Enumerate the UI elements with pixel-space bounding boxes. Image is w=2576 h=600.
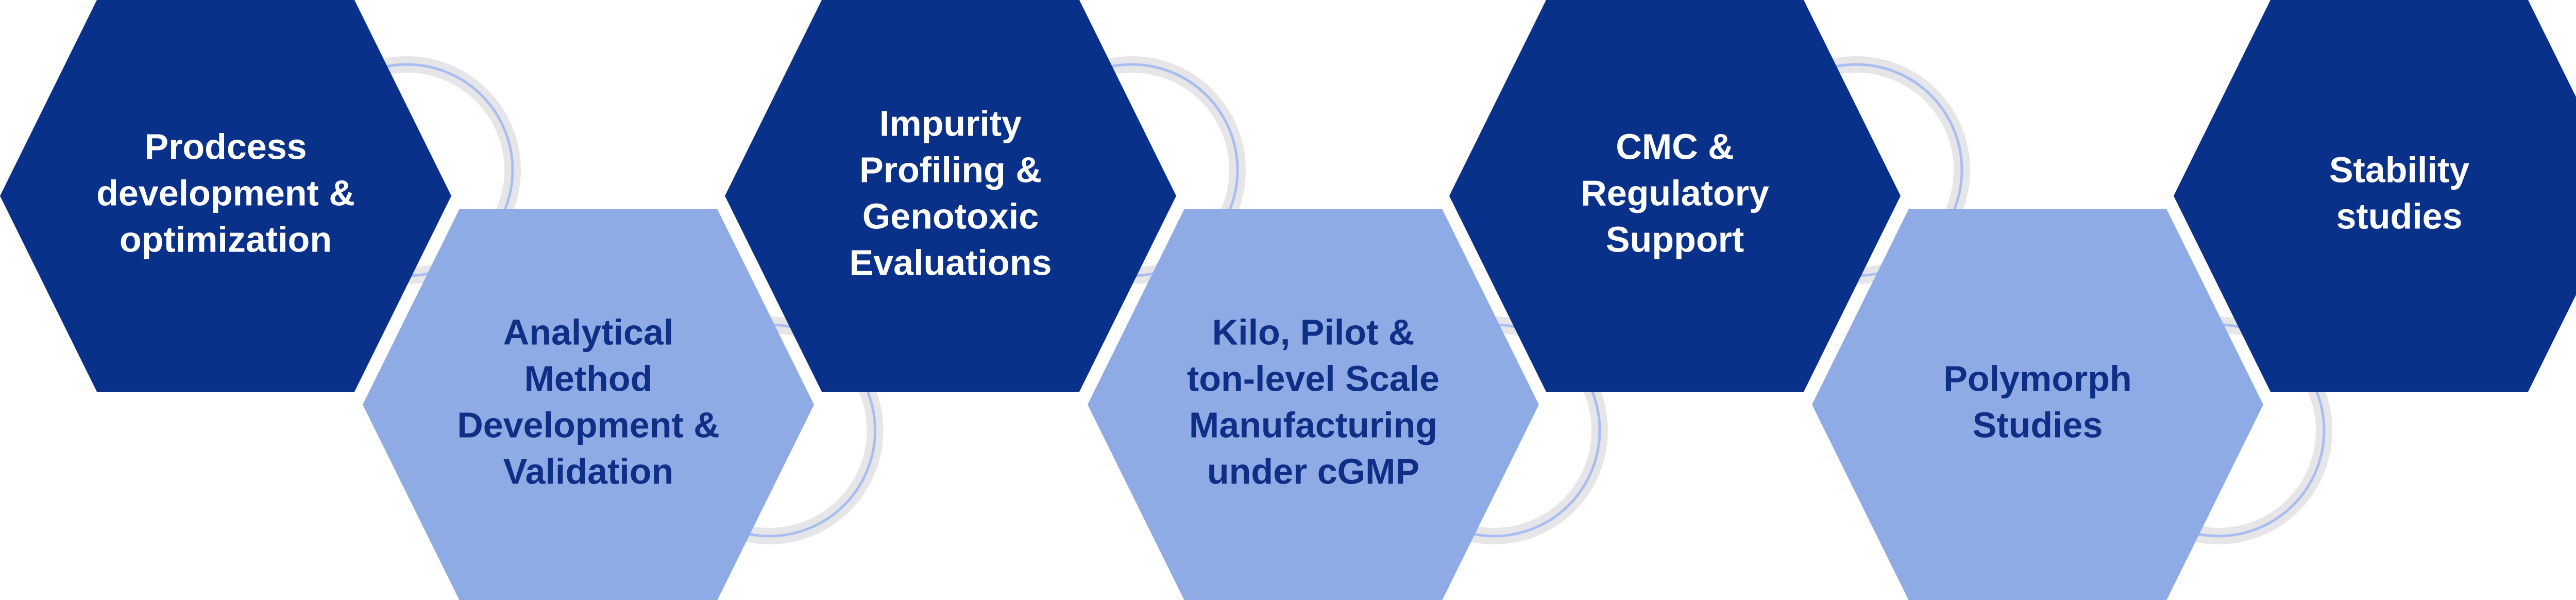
hexagon-shape <box>363 209 814 600</box>
step-label-line: Stability <box>2329 149 2469 190</box>
step-label-line: development & <box>96 173 355 213</box>
step-label-line: optimization <box>120 219 332 259</box>
step-label-line: Polymorph <box>1943 358 2132 398</box>
step-hexagon-4: Kilo, Pilot & ton-level ScaleManufacturin… <box>1088 209 1539 600</box>
hexagon-shape <box>1088 209 1539 600</box>
step-label-line: under cGMP <box>1207 451 1419 491</box>
step-label-line: Development & <box>457 405 720 445</box>
hexagon-shape <box>1449 0 1901 392</box>
step-label-line: studies <box>2336 196 2462 236</box>
step-label-line: Prodcess <box>144 126 307 166</box>
step-hexagon-7: Stability studies <box>2174 0 2576 392</box>
step-label-line: Kilo, Pilot & <box>1212 312 1415 352</box>
step-label-line: Validation <box>503 451 674 491</box>
step-label-line: ton-level Scale <box>1187 358 1439 398</box>
step-label-line: Profiling & <box>859 149 1042 190</box>
step-label-line: CMC & <box>1616 126 1734 166</box>
hexagon-shape <box>2174 0 2576 392</box>
step-hexagon-1: Prodcess development & optimization <box>0 0 451 392</box>
step-label-line: Evaluations <box>850 242 1052 282</box>
step-label-line: Impurity <box>879 103 1022 143</box>
step-label-line: Method <box>524 358 653 398</box>
step-label-line: Manufacturing <box>1189 405 1437 445</box>
step-label-line: Analytical <box>503 312 674 352</box>
step-label-line: Support <box>1606 219 1744 259</box>
step-label-line: Regulatory <box>1581 173 1769 213</box>
step-label-line: Genotoxic <box>862 196 1039 236</box>
step-label-line: Studies <box>1973 405 2103 445</box>
hexagon-shape <box>0 0 451 392</box>
hexagon-shape <box>725 0 1176 392</box>
hexagon-shape <box>1812 209 2263 600</box>
